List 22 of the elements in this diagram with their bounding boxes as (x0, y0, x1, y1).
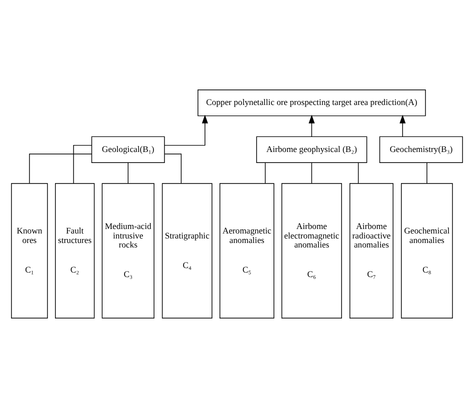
connector (358, 162, 359, 184)
node-box: Aeromagnetic anomalies C₅ (220, 183, 274, 318)
node-box: Airbome geophysical (B₂) (256, 136, 368, 163)
node-box: Airbome electromagnetic anomalies C₆ (281, 183, 342, 318)
node-box: Geochemical anomalies C₈ (400, 183, 453, 318)
node-box: Medium-acid intrusive rocks C₃ (102, 183, 154, 318)
node-box: Geological(B₁) (91, 136, 165, 163)
node-box: Stratigraphic C₄ (162, 183, 212, 318)
node-box: Airbome radioactive anomalies C₇ (350, 183, 394, 318)
node-box: Copper polynetallic ore prospecting target area prediction(A) (198, 90, 426, 116)
connector (164, 154, 182, 184)
node-box: Fault structures C₂ (55, 183, 95, 318)
arrow (400, 114, 406, 137)
arrow (308, 114, 315, 137)
arrow (164, 114, 208, 146)
connector (73, 144, 92, 184)
node-box: Geochemistry(B₃) (379, 136, 463, 163)
connector (29, 154, 92, 184)
connector (311, 162, 312, 184)
connector (264, 162, 266, 184)
node-box: Known ores C₁ (11, 183, 48, 318)
connector (426, 162, 428, 184)
